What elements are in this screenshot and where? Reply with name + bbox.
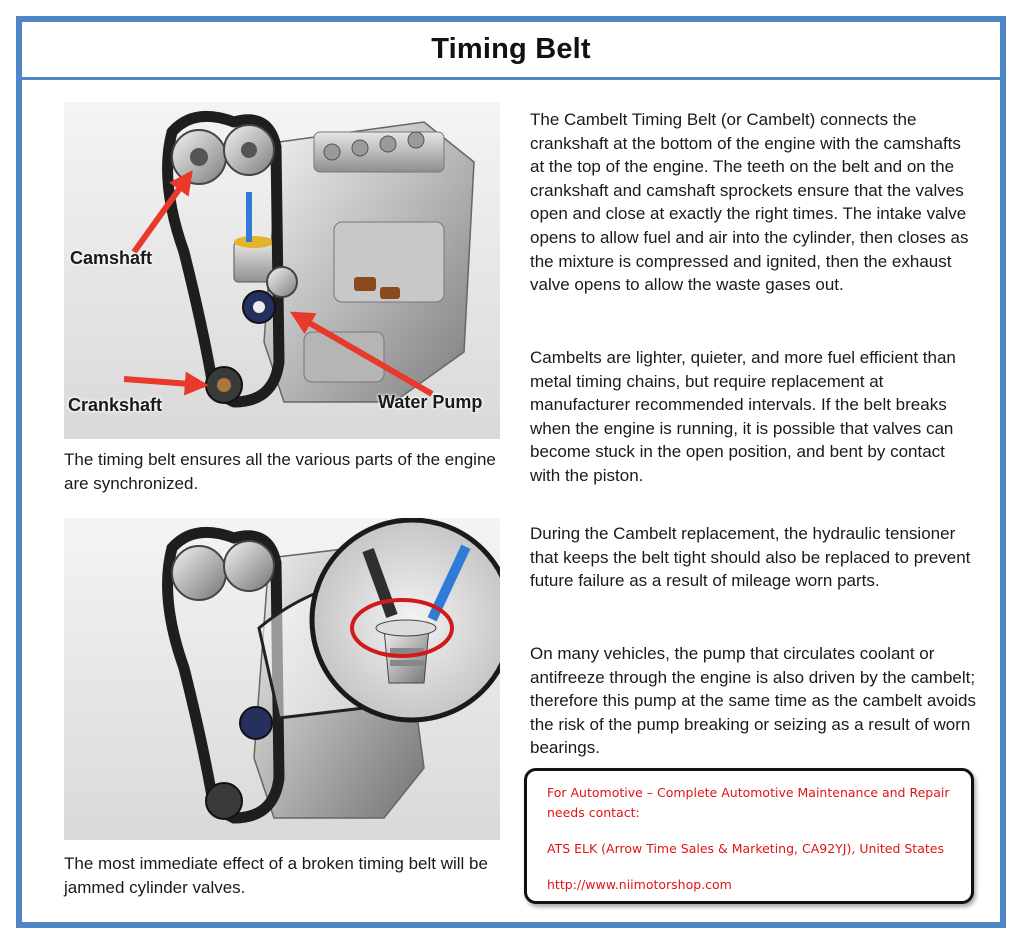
contact-box: For Automotive – Complete Automotive Mai…: [524, 768, 974, 904]
crankshaft-label: Crankshaft: [68, 395, 163, 415]
water-pump-label: Water Pump: [378, 392, 483, 412]
callout-arrows: [123, 170, 434, 397]
engine-illustration: [123, 110, 475, 408]
figure2-caption: The most immediate effect of a broken ti…: [64, 854, 488, 897]
page-title: Timing Belt: [431, 33, 591, 65]
paragraph-tensioner: During the Cambelt replacement, the hydr…: [530, 524, 971, 591]
contact-company: ATS ELK (Arrow Time Sales & Marketing, C…: [547, 841, 944, 856]
figure1-caption: The timing belt ensures all the various …: [64, 450, 496, 493]
magnified-inset: [257, 518, 500, 723]
tensioner-pulley: [239, 706, 273, 740]
contact-line-1: For Automotive – Complete Automotive Mai…: [547, 785, 950, 800]
paragraph-intro: The Cambelt Timing Belt (or Cambelt) con…: [530, 110, 969, 295]
timing-belt: [162, 110, 285, 408]
cylinder-inset-illustration: [162, 518, 500, 824]
paragraph-water-pump: On many vehicles, the pump that circulat…: [530, 644, 977, 758]
crankshaft-sprocket: [205, 366, 243, 404]
water-pump-pulley: [266, 266, 298, 298]
timing-belt: [162, 526, 285, 824]
highlight-ring: [350, 598, 454, 658]
broken-belt-figure: [64, 518, 500, 840]
paragraph-cambelt-benefits: Cambelts are lighter, quieter, and more …: [530, 348, 956, 485]
engine-diagram-figure: Camshaft Crankshaft Water Pump: [64, 102, 500, 439]
camshaft-label: Camshaft: [70, 248, 153, 268]
title-bar: Timing Belt: [22, 22, 1000, 80]
contact-line-2: needs contact:: [547, 805, 640, 820]
contact-website-link[interactable]: http://www.niimotorshop.com: [547, 877, 732, 892]
crankshaft-sprocket: [205, 782, 243, 820]
camshaft-sprocket: [223, 540, 275, 592]
camshaft-sprocket: [171, 545, 227, 601]
piston: [233, 192, 275, 283]
page-frame: Timing Belt: [16, 16, 1006, 928]
